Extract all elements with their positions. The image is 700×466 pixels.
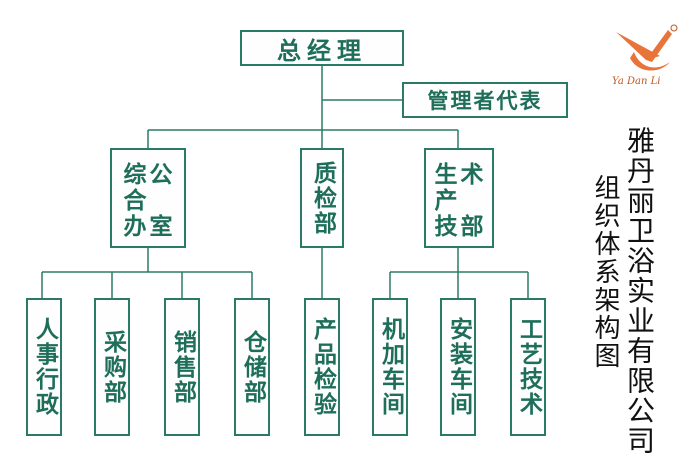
- process-tech-box: 工艺技术: [510, 298, 546, 436]
- product-inspection-label: 产品检验: [309, 317, 336, 417]
- company-name: 雅丹丽卫浴实业有限公司: [623, 126, 656, 456]
- chart-title: 组织体系架构图: [590, 174, 620, 370]
- process-tech-label: 工艺技术: [515, 317, 542, 417]
- hr-admin-box: 人事行政: [26, 298, 62, 436]
- warehouse-label: 仓储部: [239, 329, 266, 405]
- assembly-workshop-label: 安装车间: [445, 317, 472, 417]
- quality-dept-box: 质检部: [300, 148, 344, 248]
- machining-workshop-box: 机加车间: [372, 298, 408, 436]
- purchasing-box: 采购部: [94, 298, 130, 436]
- assembly-workshop-box: 安装车间: [440, 298, 476, 436]
- hr-admin-label: 人事行政: [31, 317, 58, 417]
- quality-dept-label: 质检部: [309, 160, 336, 236]
- office-box: 综 公 合 办 室: [110, 148, 186, 248]
- sales-box: 销售部: [164, 298, 200, 436]
- company-logo-icon: [616, 24, 678, 71]
- warehouse-box: 仓储部: [234, 298, 270, 436]
- management-rep-label: 管理者代表: [427, 89, 543, 113]
- management-rep-box: 管理者代表: [402, 82, 568, 118]
- tech-dept-label: 生 术 产 技 部: [434, 162, 484, 240]
- ceo-label: 总经理: [277, 36, 367, 65]
- office-label: 综 公 合 办 室: [123, 162, 173, 240]
- brand-wordmark: Ya Dan Li: [612, 76, 661, 87]
- ceo-box: 总经理: [240, 30, 404, 66]
- purchasing-label: 采购部: [99, 329, 126, 405]
- sales-label: 销售部: [169, 329, 196, 405]
- tech-dept-box: 生 术 产 技 部: [424, 148, 494, 248]
- machining-workshop-label: 机加车间: [377, 317, 404, 417]
- product-inspection-box: 产品检验: [304, 298, 340, 436]
